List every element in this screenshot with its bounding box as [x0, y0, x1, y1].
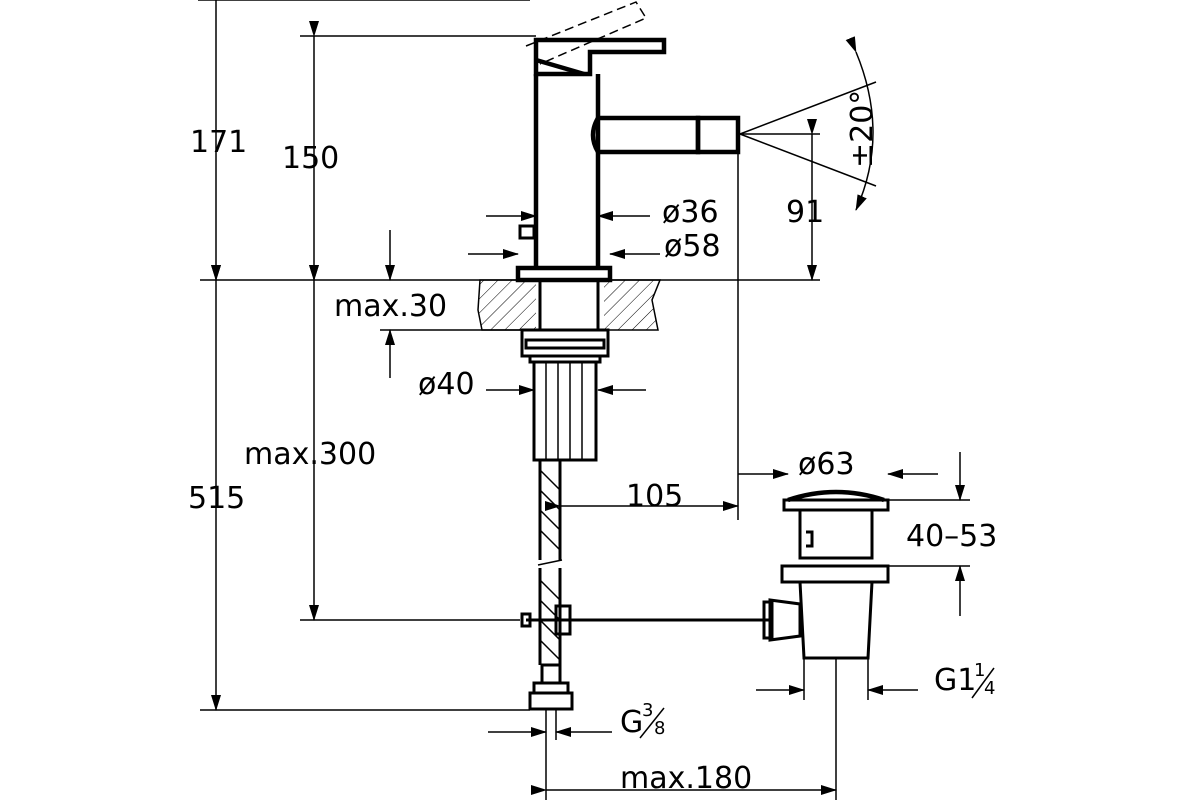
under-counter-fittings	[520, 280, 770, 711]
thread-g1-numerator: 1	[974, 660, 985, 681]
faucet-body	[515, 1, 741, 283]
range-40-53-label: 40–53	[906, 519, 997, 554]
max300-label: max.300	[244, 437, 376, 472]
thread-g1-prefix: G1	[934, 663, 976, 698]
dim-515-label: 515	[188, 481, 245, 516]
dia40-label: ø40	[418, 367, 475, 402]
dia36-label: ø36	[662, 195, 719, 230]
max180-label: max.180	[620, 761, 752, 796]
thread-g38-numerator: 3	[642, 700, 653, 721]
thread-g38-prefix: G	[620, 705, 643, 740]
dim-91-label: 91	[786, 195, 824, 230]
max30-label: max.30	[334, 289, 447, 324]
dia58-label: ø58	[664, 229, 721, 264]
thread-g38-denominator: 8	[654, 718, 665, 739]
dim-150-label: 150	[282, 141, 339, 176]
dim-171-label: 171	[190, 125, 247, 160]
thread-g3-8-label: G 3 8	[620, 700, 665, 740]
angle-label: ±20°	[845, 90, 880, 168]
countertop	[477, 279, 662, 331]
thread-g1-denominator: 4	[984, 678, 995, 699]
dia63-label: ø63	[798, 447, 855, 482]
dim-105-label: 105	[626, 479, 683, 514]
drain-waste	[762, 489, 890, 660]
dimension-lines	[198, 0, 970, 800]
thread-g1-1-4-label: G1 1 4	[934, 660, 995, 699]
